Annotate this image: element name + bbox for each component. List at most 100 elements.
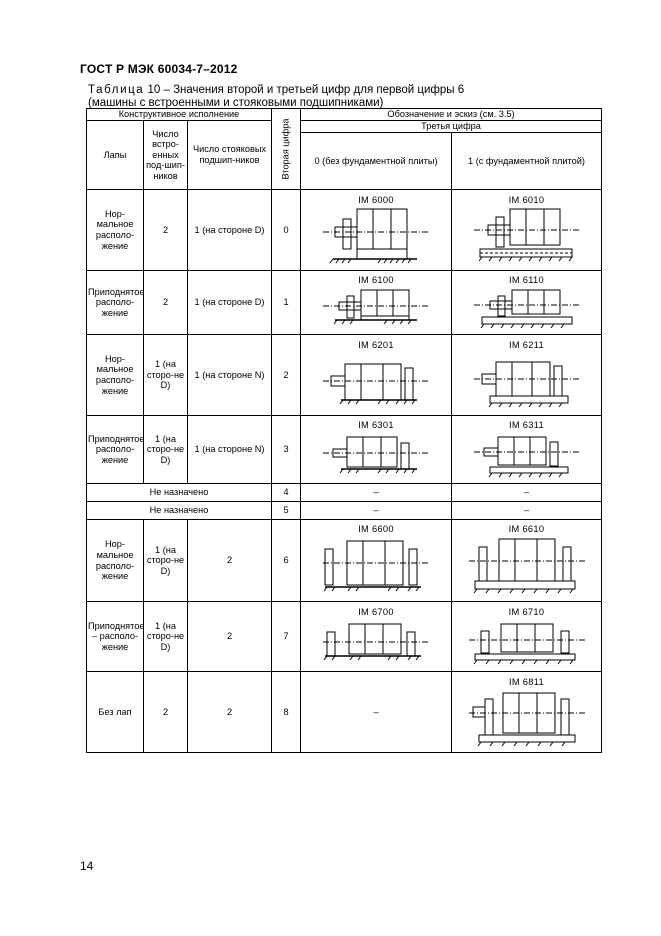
cell-sketch-1: IM 6710 [450, 601, 603, 672]
cell-pedestal: 1 (на стороне N) [187, 415, 272, 484]
cell-code-1: – [450, 483, 603, 502]
cell-feet: Нор-мальное располо-жение [86, 189, 144, 271]
im-code: IM 6000 [358, 194, 394, 205]
cell-sketch-1: IM 6110 [450, 270, 603, 335]
im-code: IM 6201 [358, 339, 394, 350]
cell-sketch-1: IM 6311 [450, 415, 603, 484]
cell-built-in: 1 (на сторо-не D) [143, 601, 188, 672]
header-third-digit: Третья цифра [299, 120, 603, 133]
cell-feet: Без лап [86, 671, 144, 753]
cell-built-in: 1 (на сторо-не D) [143, 334, 188, 416]
machine-sketch-icon [468, 623, 585, 665]
machine-sketch-icon [323, 363, 429, 405]
im-code: IM 6010 [508, 194, 545, 205]
cell-built-in: 2 [143, 270, 188, 335]
caption-text: 10 – Значения второй и третьей цифр для … [144, 84, 465, 96]
cell-sketch-0: IM 6000 [300, 189, 452, 271]
cell-sketch-0: IM 6100 [300, 270, 452, 335]
table-row: Не назначено 4 – – [86, 483, 603, 502]
header-second-digit: Вторая цифра [271, 108, 301, 190]
cell-sketch-0: IM 6600 [300, 519, 452, 602]
im-code: IM 6110 [509, 275, 545, 286]
table-row: Без лап 2 2 8 – IM 6811 [86, 671, 603, 753]
header-pedestal-bearings: Число стояковых подшип-ников [187, 120, 272, 190]
im-code: IM 6311 [509, 420, 545, 431]
cell-sketch-1: IM 6610 [450, 519, 603, 602]
cell-pedestal: 2 [187, 601, 272, 672]
im-code: IM 6610 [508, 524, 545, 535]
machine-sketch-icon [468, 538, 585, 594]
cell-feet: Приподнятое – располо-жение [86, 601, 144, 672]
cell-pedestal: 1 (на стороне N) [187, 334, 272, 416]
cell-digit: 8 [271, 671, 301, 753]
machine-sketch-icon [323, 436, 429, 474]
table-row: Приподнятое – располо-жение 1 (на сторо-… [86, 601, 603, 672]
cell-pedestal: 1 (на стороне D) [187, 270, 272, 335]
im-code: IM 6100 [358, 275, 394, 286]
cell-unassigned: Не назначено [86, 483, 272, 502]
table-caption: Таблица 10 – Значения второй и третьей ц… [88, 84, 464, 109]
machine-sketch-icon [473, 289, 580, 329]
cell-sketch-1: IM 6211 [450, 334, 603, 416]
im-code: IM 6700 [358, 607, 394, 618]
machine-sketch-icon [323, 623, 429, 661]
machine-sketch-icon [473, 208, 580, 262]
cell-built-in: 1 (на сторо-не D) [143, 415, 188, 484]
im-code: IM 6211 [509, 339, 545, 350]
cell-pedestal: 1 (на стороне D) [187, 189, 272, 271]
cell-sketch-0: IM 6301 [300, 415, 452, 484]
header-third-0: 0 (без фундаментной плиты) [300, 132, 452, 190]
cell-digit: 3 [271, 415, 301, 484]
table-row: Приподнятое располо-жение 1 (на сторо-не… [86, 415, 603, 484]
im-code: IM 6301 [358, 420, 394, 431]
table-row: Не назначено 5 – – [86, 501, 603, 520]
cell-code-0: – [300, 483, 452, 502]
cell-pedestal: 2 [187, 519, 272, 602]
machine-sketch-icon [323, 540, 429, 592]
cell-feet: Приподнятое располо-жение [86, 415, 144, 484]
cell-digit: 6 [271, 519, 301, 602]
header-construction: Конструктивное исполнение [86, 108, 272, 121]
document-header: ГОСТ Р МЭК 60034-7–2012 [80, 62, 238, 76]
machine-sketch-icon [323, 289, 429, 325]
cell-digit: 7 [271, 601, 301, 672]
cell-feet: Приподнятое располо-жение [86, 270, 144, 335]
machine-sketch-icon [323, 208, 429, 264]
cell-feet: Нор-мальное располо-жение [86, 519, 144, 602]
im-code: IM 6600 [358, 524, 394, 535]
cell-feet: Нор-мальное располо-жение [86, 334, 144, 416]
machine-sketch-icon [473, 361, 580, 408]
header-built-in-bearings: Число встро-енных под-шип-ников [143, 120, 188, 190]
cell-digit: 1 [271, 270, 301, 335]
page-number: 14 [80, 859, 94, 873]
header-third-1: 1 (с фундаментной плитой) [450, 132, 603, 190]
cell-digit: 5 [271, 501, 301, 520]
machine-sketch-icon [468, 692, 585, 747]
machine-sketch-icon [473, 436, 580, 478]
table-row: Нор-мальное располо-жение 2 1 (на сторон… [86, 189, 603, 271]
cell-built-in: 2 [143, 671, 188, 753]
cell-code-0: – [300, 501, 452, 520]
im-code: IM 6811 [509, 676, 545, 687]
cell-digit: 2 [271, 334, 301, 416]
cell-built-in: 2 [143, 189, 188, 271]
cell-code-1: – [450, 501, 603, 520]
im-code: IM 6710 [508, 607, 545, 618]
cell-pedestal: 2 [187, 671, 272, 753]
cell-sketch-1: IM 6811 [450, 671, 603, 753]
cell-digit: 0 [271, 189, 301, 271]
table-row: Нор-мальное располо-жение 1 (на сторо-не… [86, 519, 603, 602]
table-row: Приподнятое располо-жение 2 1 (на сторон… [86, 270, 603, 335]
cell-code-0: – [300, 671, 452, 753]
cell-built-in: 1 (на сторо-не D) [143, 519, 188, 602]
cell-unassigned: Не назначено [86, 501, 272, 520]
header-designation: Обозначение и эскиз (см. 3.5) [299, 108, 603, 121]
cell-digit: 4 [271, 483, 301, 502]
cell-sketch-0: IM 6201 [300, 334, 452, 416]
header-feet: Лапы [86, 120, 144, 190]
caption-subtitle: (машины с встроенными и стояковыми подши… [88, 96, 384, 109]
cell-sketch-0: IM 6700 [300, 601, 452, 672]
table-row: Нор-мальное располо-жение 1 (на сторо-не… [86, 334, 603, 416]
designation-table: Конструктивное исполнение Вторая цифра О… [86, 108, 603, 753]
caption-word: Таблица [88, 84, 145, 96]
